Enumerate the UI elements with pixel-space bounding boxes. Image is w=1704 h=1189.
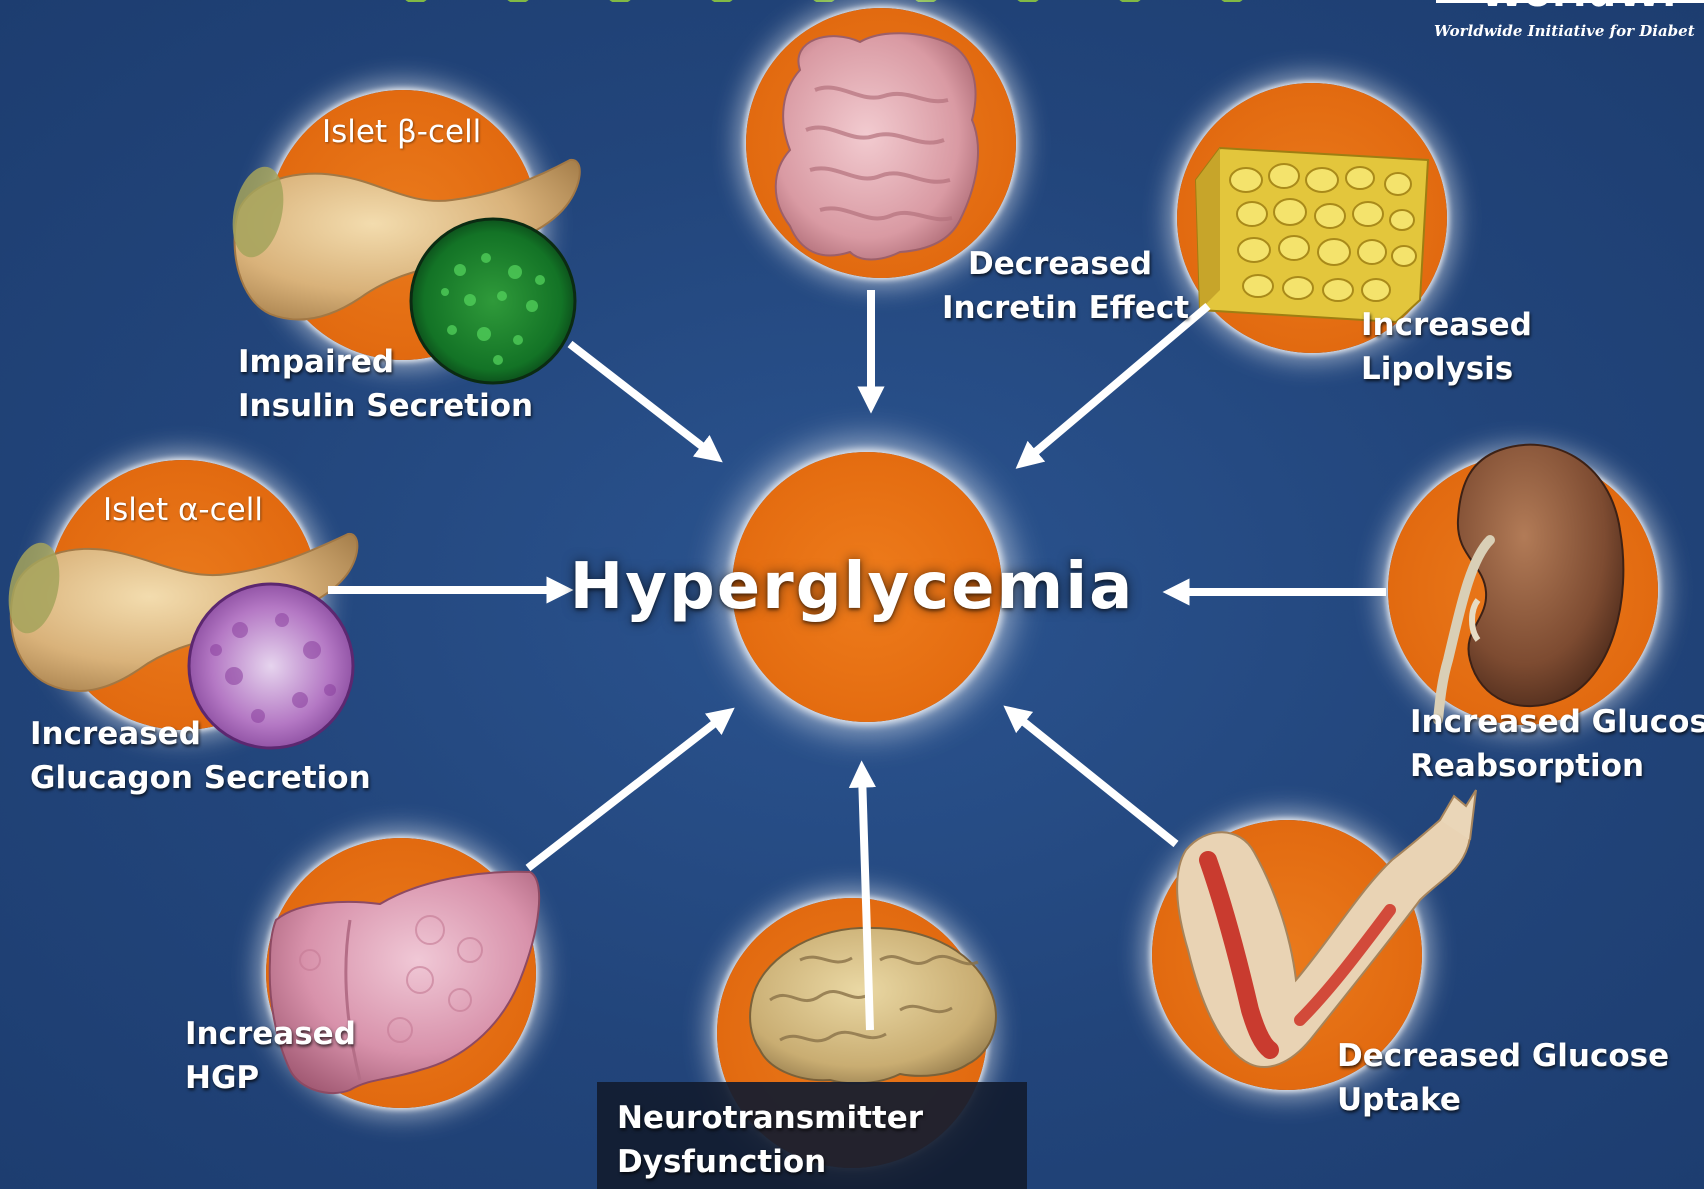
fat-illustration [1196, 148, 1428, 322]
pancreas-alpha-sublabel: Islet α-cell [103, 492, 263, 528]
muscle-illustration [1177, 790, 1476, 1067]
label-impaired-insulin-secretion: ImpairedInsulin Secretion [238, 340, 533, 428]
kidney-illustration [1438, 445, 1623, 720]
label-increased-glucose-reabsorption: Increased GlucoseReabsorption [1410, 700, 1704, 788]
label-increased-lipolysis: IncreasedLipolysis [1361, 303, 1532, 391]
pancreas-beta-sublabel: Islet β-cell [322, 114, 481, 150]
arrow-from-liver [528, 716, 724, 868]
label-increased-glucagon-secretion: IncreasedGlucagon Secretion [30, 712, 371, 800]
label-decreased-incretin-effect: DecreasedIncretin Effect [942, 242, 1189, 330]
label-increased-hgp: IncreasedHGP [185, 1012, 356, 1100]
arrow-from-pancreas-beta [570, 344, 712, 454]
arrow-from-muscle [1014, 714, 1176, 844]
label-neurotransmitter-dysfunction: NeurotransmitterDysfunction [617, 1096, 923, 1184]
gut-illustration [776, 33, 978, 259]
label-decreased-glucose-uptake: Decreased GlucoseUptake [1337, 1034, 1669, 1122]
center-label: Hyperglycemia [570, 550, 1135, 624]
